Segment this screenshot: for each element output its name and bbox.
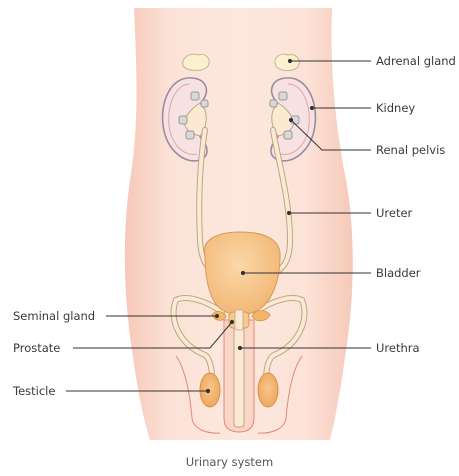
label-adrenal-gland: Adrenal gland xyxy=(376,54,456,68)
adrenal-gland-right xyxy=(275,54,299,70)
testicle-right xyxy=(258,373,278,407)
label-bladder: Bladder xyxy=(376,266,421,280)
label-seminal-gland: Seminal gland xyxy=(13,309,95,323)
label-testicle: Testicle xyxy=(13,384,55,398)
label-kidney: Kidney xyxy=(376,101,415,115)
adrenal-gland-left xyxy=(183,54,210,70)
testicle-left xyxy=(200,373,220,407)
label-prostate: Prostate xyxy=(13,341,60,355)
label-ureter: Ureter xyxy=(376,206,412,220)
urethra-through-prostate xyxy=(235,310,243,330)
diagram-caption: Urinary system xyxy=(0,455,459,469)
label-urethra: Urethra xyxy=(376,341,420,355)
label-renal-pelvis: Renal pelvis xyxy=(376,143,445,157)
